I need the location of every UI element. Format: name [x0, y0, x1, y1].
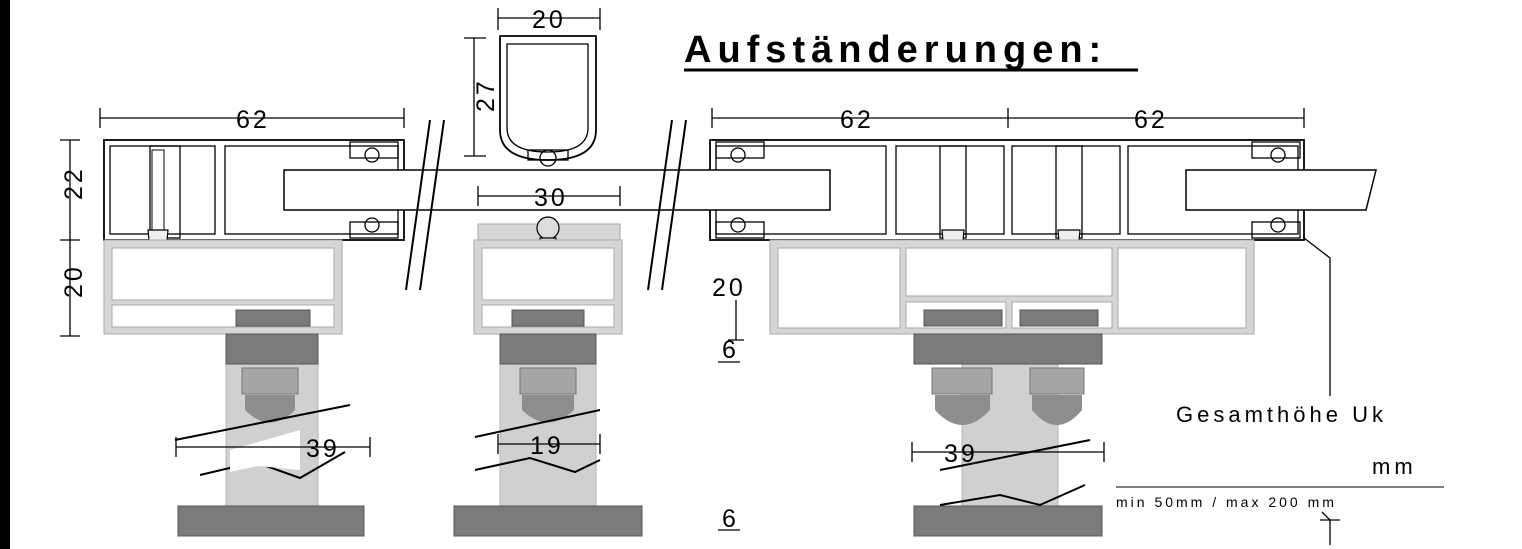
middle-assembly	[453, 35, 643, 537]
page-title: Aufständerungen:	[684, 29, 1107, 71]
dim-20-left: 20	[60, 264, 88, 298]
dim-20-right: 20	[712, 274, 746, 302]
dim-6-top: 6	[722, 336, 739, 364]
dim-22: 22	[60, 166, 88, 200]
right-assembly	[709, 139, 1305, 537]
total-height-range: min 50mm / max 200 mm	[1116, 494, 1337, 510]
dim-30: 30	[534, 184, 568, 212]
foot-plate-middle	[453, 505, 643, 537]
dim-right-62-b: 62	[1134, 106, 1168, 134]
left-assembly	[103, 139, 405, 537]
dim-right-62-a: 62	[840, 106, 874, 134]
total-height-unit: mm	[1372, 454, 1417, 479]
rail-profile-20x27	[499, 35, 597, 161]
dim-39-left: 39	[306, 435, 340, 463]
dim-6-bottom: 6	[722, 505, 739, 533]
dim-39-right: 39	[944, 440, 978, 468]
dim-19: 19	[530, 432, 564, 460]
left-border	[0, 0, 10, 549]
total-height-label: Gesamthöhe Uk	[1176, 402, 1387, 427]
connecting-panel	[283, 119, 1377, 291]
foot-plate-left	[177, 505, 365, 537]
dim-rail-height: 27	[472, 78, 500, 112]
dim-rail-width: 20	[532, 6, 566, 34]
foot-plate-right	[913, 505, 1103, 537]
dim-left-62: 62	[236, 106, 270, 134]
dimension-lines	[60, 8, 1444, 545]
